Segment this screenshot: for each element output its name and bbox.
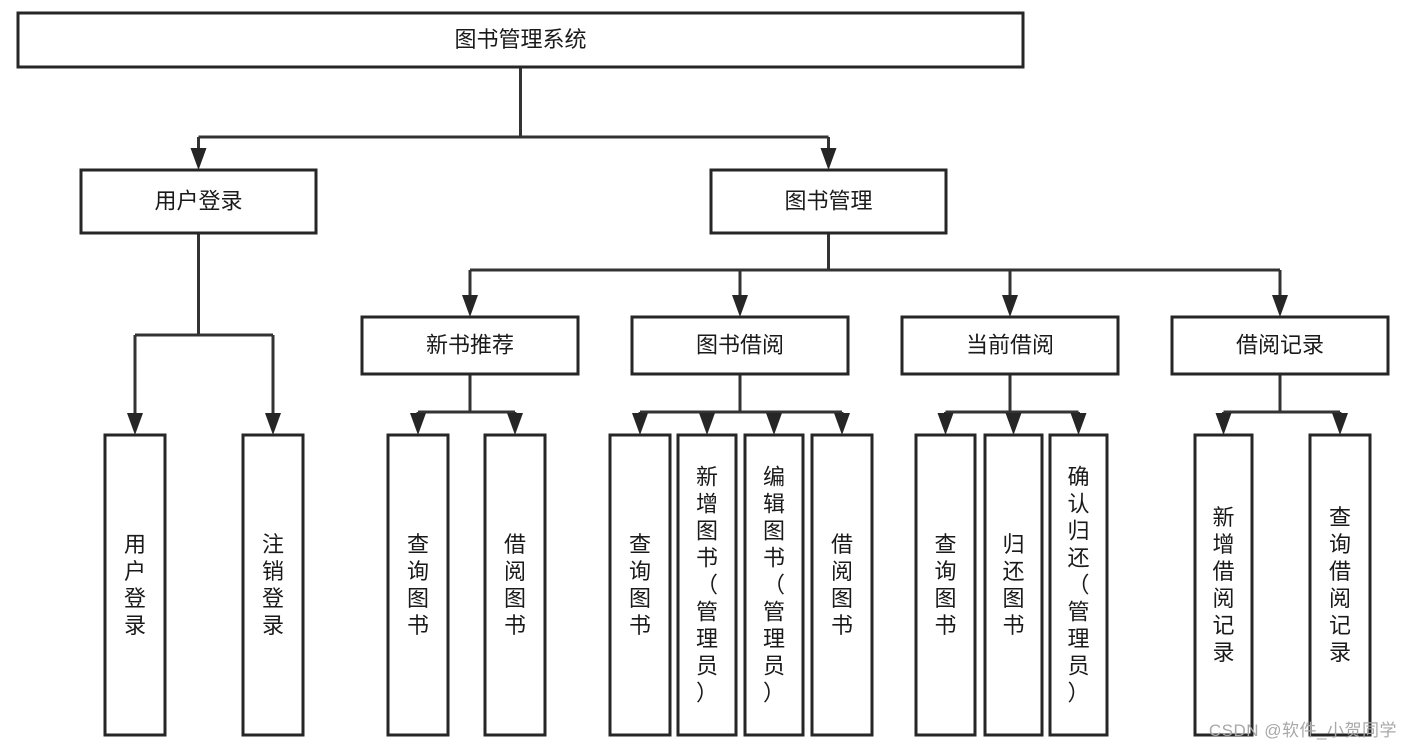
node-box [709,168,948,235]
node-leaf-query-book-3[interactable]: 查询图书 [914,433,977,737]
node-label: 用户登录 [154,188,242,213]
node-leaf-borrow-book-1[interactable]: 借阅图书 [483,433,547,737]
node-root-system[interactable]: 图书管理系统 [16,11,1025,69]
arrow-head-icon [1215,413,1232,435]
node-box [914,433,977,737]
node-label: 归还图书 [1002,532,1024,638]
node-label: 借阅记录 [1236,332,1324,357]
arrow-head-icon [820,148,837,170]
node-label: 新书推荐 [426,332,514,357]
node-box [743,433,805,737]
node-borrow-record[interactable]: 借阅记录 [1170,315,1390,376]
arrow-head-icon [937,413,954,435]
node-leaf-confirm-return[interactable]: 确认归还（管理员） [1048,433,1109,737]
arrow-head-icon [410,413,426,435]
arrow-head-icon [190,148,207,170]
node-box [1193,433,1254,737]
node-leaf-add-book[interactable]: 新增图书（管理员） [676,433,738,737]
node-label: 借阅图书 [504,532,526,638]
node-label: 当前借阅 [966,332,1054,357]
node-book-borrow[interactable]: 图书借阅 [630,315,850,376]
watermark-label: CSDN @软件_小贺同学 [1208,721,1397,740]
node-leaf-query-record[interactable]: 查询借阅记录 [1308,433,1372,737]
arrow-head-icon [766,413,782,435]
node-label: 图书管理系统 [454,27,586,52]
node-box [79,168,318,235]
node-user-login[interactable]: 用户登录 [79,168,318,235]
arrow-head-icon [1002,295,1018,317]
node-current-borrow[interactable]: 当前借阅 [900,315,1120,376]
node-label: 查询借阅记录 [1329,505,1351,665]
node-leaf-add-record[interactable]: 新增借阅记录 [1193,433,1254,737]
node-box [1048,433,1109,737]
arrow-head-icon [265,413,281,435]
node-box [608,433,672,737]
arrow-head-icon [1272,295,1288,317]
node-label: 注销登录 [262,532,284,638]
arrow-head-icon [1070,413,1087,435]
node-leaf-query-book-2[interactable]: 查询图书 [608,433,672,737]
node-box [1170,315,1390,376]
node-leaf-return-book[interactable]: 归还图书 [983,433,1044,737]
arrow-head-icon [462,295,478,317]
node-label: 编辑图书（管理员） [763,465,785,706]
node-label: 查询图书 [934,532,956,638]
node-box [360,315,580,376]
node-leaf-borrow-book-2[interactable]: 借阅图书 [810,433,874,737]
node-leaf-query-book-1[interactable]: 查询图书 [386,433,450,737]
arrow-head-icon [1005,413,1022,435]
node-layer: 图书管理系统用户登录图书管理新书推荐图书借阅当前借阅借阅记录用户登录注销登录查询… [16,11,1390,737]
node-label: 用户登录 [124,532,146,638]
node-label: 确认归还（管理员） [1067,465,1089,706]
node-leaf-logout[interactable]: 注销登录 [241,433,305,737]
node-box [483,433,547,737]
node-box [386,433,450,737]
node-label: 借阅图书 [831,532,853,638]
node-box [1308,433,1372,737]
node-box [810,433,874,737]
arrow-head-icon [834,413,850,435]
arrow-head-icon [699,413,715,435]
node-leaf-user-login[interactable]: 用户登录 [103,433,167,737]
arrow-head-icon [127,413,143,435]
node-label: 查询图书 [629,532,651,638]
node-box [103,433,167,737]
node-label: 图书借阅 [696,332,784,357]
node-box [630,315,850,376]
node-leaf-edit-book[interactable]: 编辑图书（管理员） [743,433,805,737]
node-label: 查询图书 [407,532,429,638]
arrow-head-icon [1332,413,1348,435]
node-box [241,433,305,737]
node-box [983,433,1044,737]
node-box [16,11,1025,69]
connector-layer [127,67,1348,435]
node-label: 图书管理 [784,188,872,213]
node-box [676,433,738,737]
node-label: 新增图书（管理员） [696,465,718,706]
node-book-manage[interactable]: 图书管理 [709,168,948,235]
node-box [900,315,1120,376]
node-label: 新增借阅记录 [1212,505,1234,665]
node-new-book-recommend[interactable]: 新书推荐 [360,315,580,376]
arrow-head-icon [732,295,748,317]
arrow-head-icon [507,413,523,435]
arrow-head-icon [632,413,648,435]
